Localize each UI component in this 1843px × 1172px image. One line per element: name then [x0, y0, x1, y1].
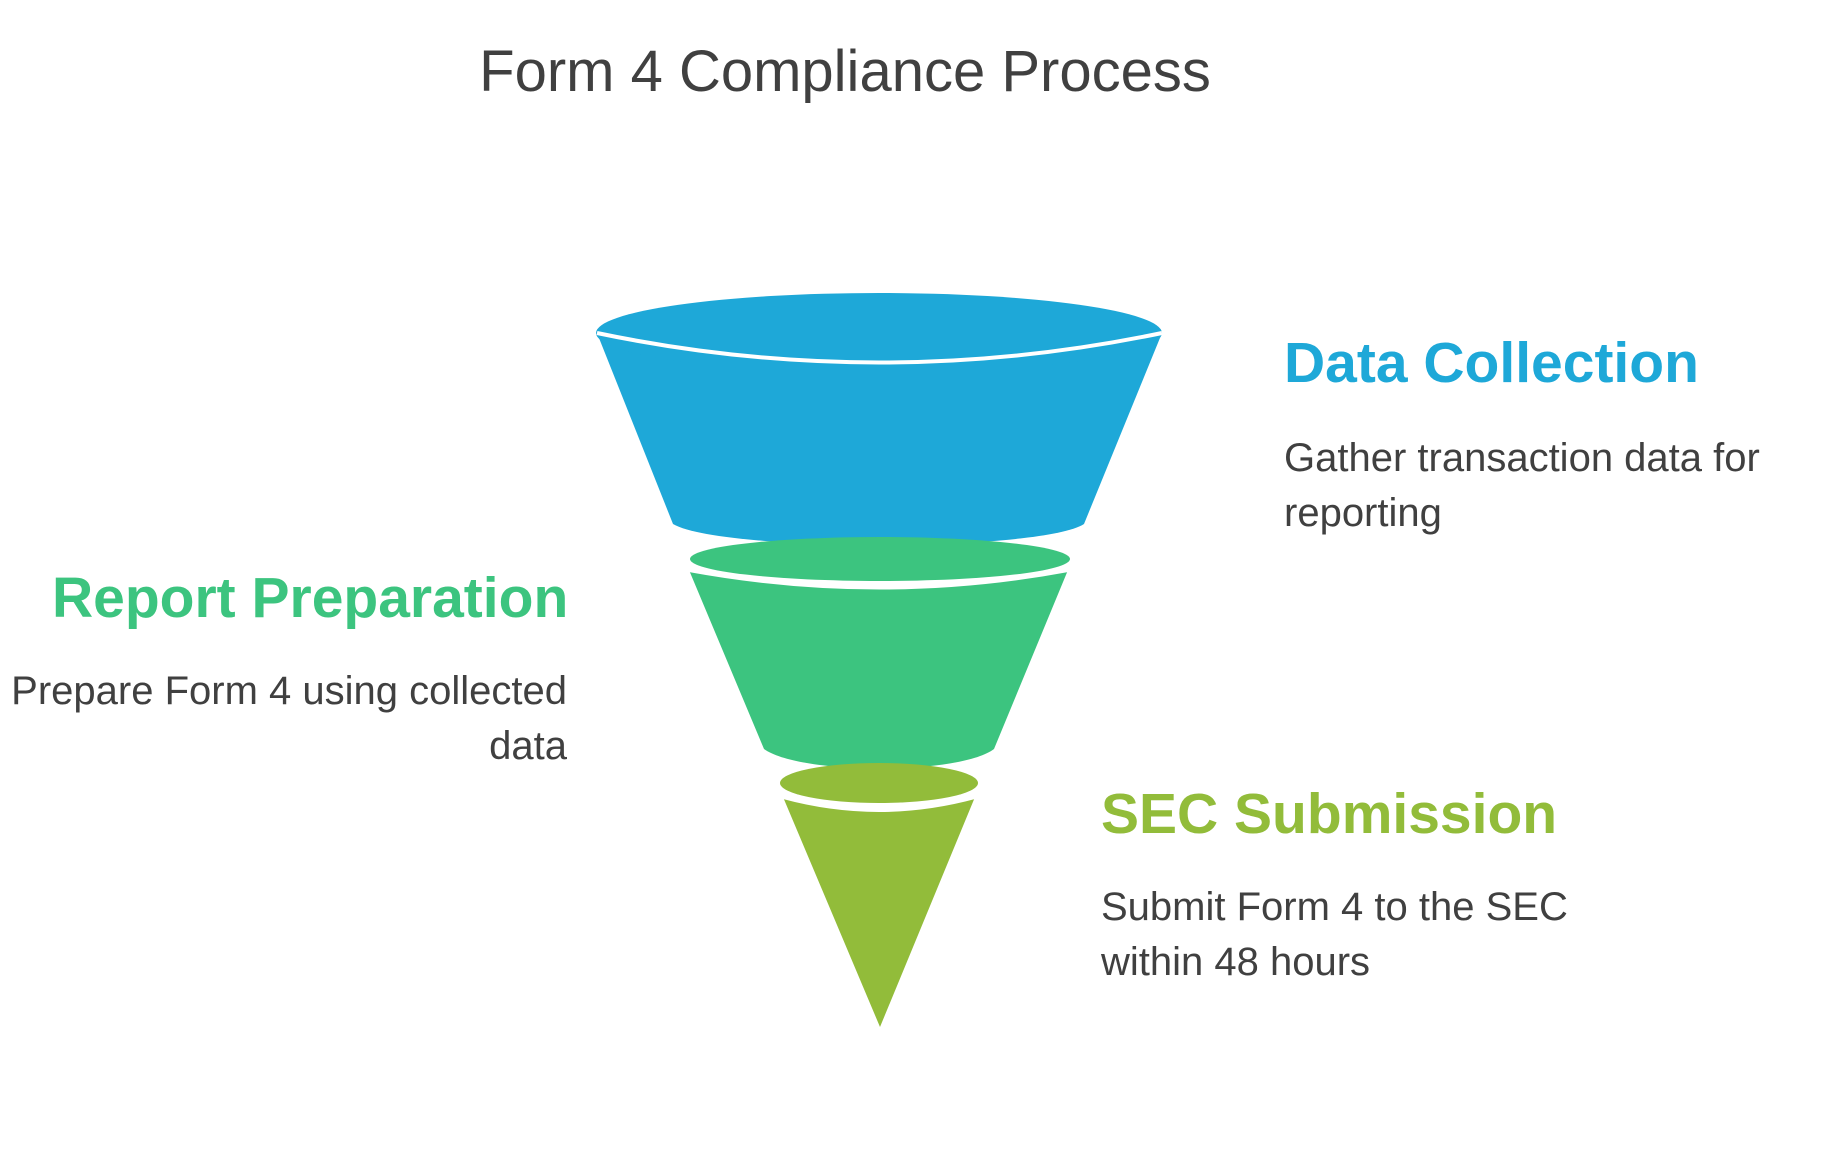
funnel-segment-3-top: [780, 763, 978, 803]
funnel-segment-2-body: [689, 570, 1068, 769]
diagram-title: Form 4 Compliance Process: [479, 39, 1211, 104]
stage-description-data-collection: Gather transaction data for reporting: [1284, 436, 1760, 535]
funnel-segment-data-collection: [596, 293, 1163, 545]
stage-title-report-preparation: Report Preparation: [52, 566, 569, 630]
stage-description-sec-submission: Submit Form 4 to the SEC within 48 hours: [1101, 885, 1568, 984]
stage-title-sec-submission: SEC Submission: [1101, 782, 1558, 846]
funnel-segment-sec-submission: [780, 763, 978, 1027]
funnel-segment-2-top: [690, 537, 1070, 581]
funnel-segment-1-rim-line: [596, 331, 1163, 365]
funnel-segment-report-preparation: [688, 537, 1070, 769]
stage-title-data-collection: Data Collection: [1284, 331, 1699, 395]
funnel-segment-1-rim: [596, 293, 1162, 373]
funnel-segment-3-body: [783, 797, 975, 1027]
funnel-segment-3-rim-line: [782, 795, 976, 812]
stage-description-report-preparation: Prepare Form 4 using collected data: [11, 669, 567, 768]
funnel-segment-1-body: [597, 333, 1162, 545]
funnel-segment-2-rim-line: [688, 568, 1069, 590]
